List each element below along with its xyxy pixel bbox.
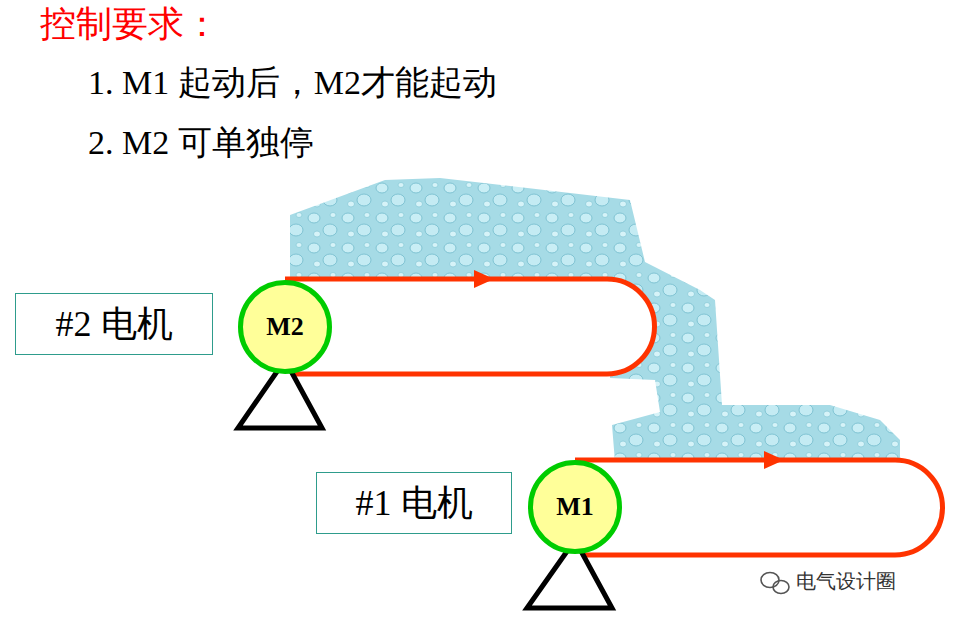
heading: 控制要求： — [40, 0, 220, 49]
motor-name: M2 — [266, 312, 304, 342]
motor-circle: M2 — [238, 280, 332, 374]
motor-label: #2 电机 — [56, 300, 173, 349]
belt-arrow-2 — [474, 270, 494, 288]
label-box: #1 电机 — [316, 472, 512, 534]
conveyor-belt-2 — [285, 279, 655, 374]
motor-name: M1 — [556, 492, 594, 522]
motor-circle: M1 — [528, 460, 622, 554]
requirement-line: 2. M2 可单独停 — [88, 120, 314, 166]
motor-label: #1 电机 — [356, 479, 473, 528]
watermark: 电气设计圈 — [796, 568, 896, 595]
requirement-line: 1. M1 起动后，M2才能起动 — [88, 60, 497, 106]
label-box: #2 电机 — [15, 293, 213, 355]
conveyor-belt-1 — [575, 460, 943, 555]
belt-arrow-1 — [764, 451, 784, 469]
wechat-icon — [761, 573, 789, 594]
